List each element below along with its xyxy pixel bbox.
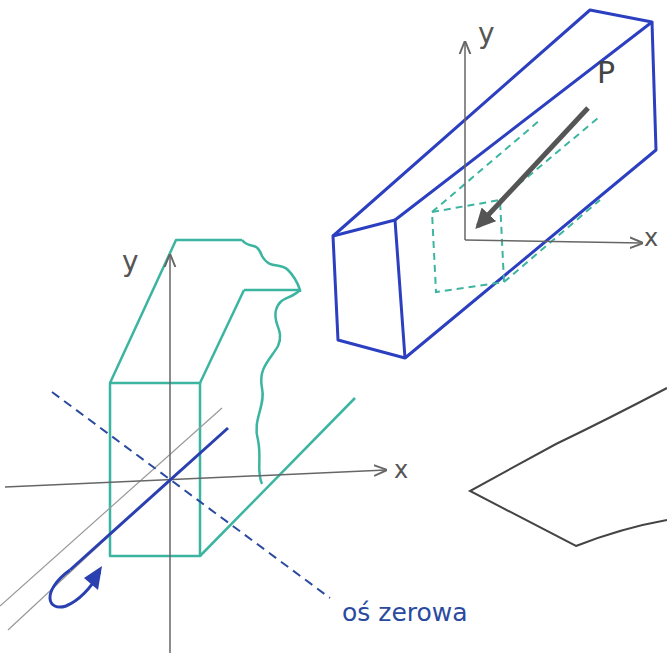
- axes: [5, 255, 386, 653]
- moment-arrowhead: [84, 566, 102, 590]
- beam-element: [432, 118, 600, 292]
- pointer-arrow: [470, 388, 667, 546]
- axis-label: x: [394, 458, 408, 482]
- neutral-axis-label: oś zerowa: [342, 600, 468, 625]
- beam: [333, 10, 656, 358]
- cut-element: [110, 240, 355, 556]
- axis-label: y: [122, 248, 139, 276]
- force-label: P: [597, 58, 615, 88]
- z-axis: [0, 408, 222, 630]
- axis-label: y: [478, 20, 495, 48]
- force-arrow: [478, 108, 588, 226]
- neutral-axis: [52, 392, 330, 598]
- axes: [465, 42, 642, 243]
- moment-vector: [50, 428, 228, 607]
- axis-label: x: [644, 226, 658, 250]
